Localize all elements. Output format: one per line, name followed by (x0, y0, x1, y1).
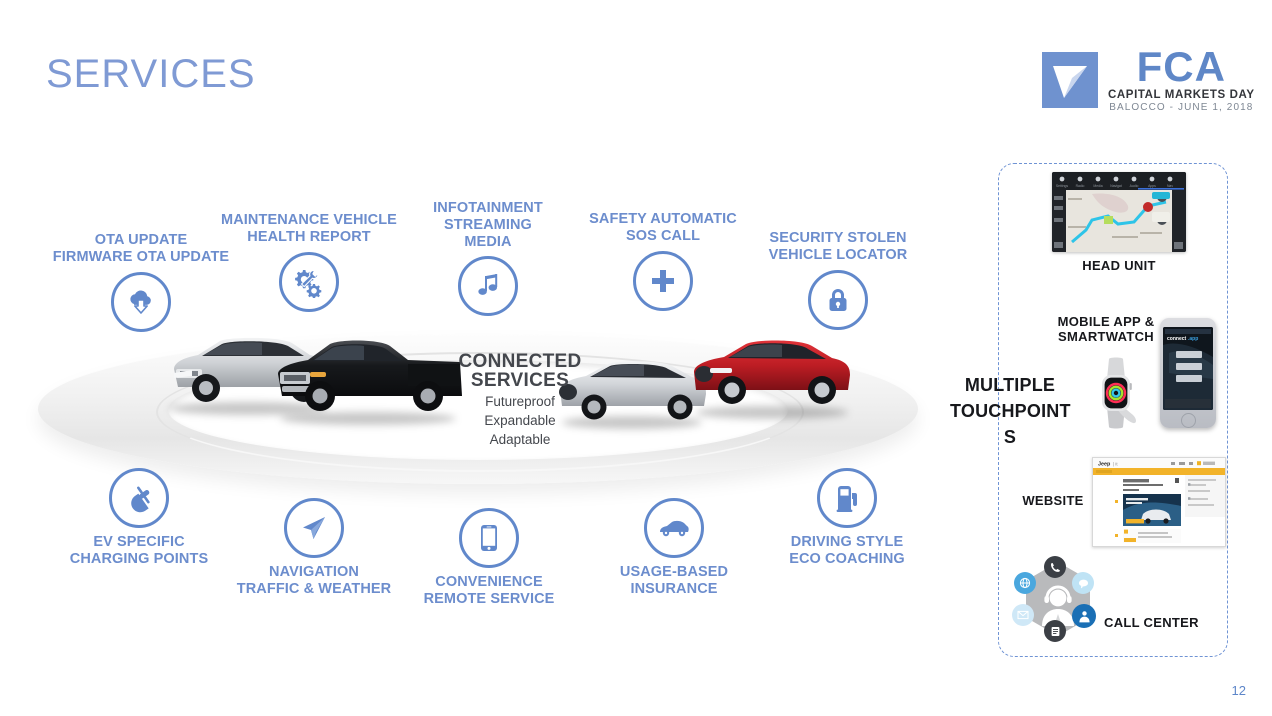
svg-text:Settings: Settings (1056, 184, 1069, 188)
svg-text:.app: .app (1188, 336, 1198, 342)
service-label: SAFETY AUTOMATIC SOS CALL (589, 211, 737, 244)
mobile-app-smartwatch-label: MOBILE APP & SMARTWATCH (1057, 314, 1155, 345)
service-convenience-remote[interactable]: CONVENIENCE REMOTE SERVICE (404, 508, 574, 608)
service-label: OTA UPDATE FIRMWARE OTA UPDATE (52, 232, 230, 265)
svg-text:Media: Media (1093, 184, 1102, 188)
page-title: SERVICES (46, 52, 256, 96)
music-note-icon (458, 256, 518, 317)
website-thumbnail[interactable]: Jeep | it (1092, 457, 1226, 547)
service-label: SECURITY STOLEN VEHICLE LOCATOR (768, 230, 908, 263)
phone-bubble-icon (1044, 556, 1066, 578)
service-security-vehicle-locator[interactable]: SECURITY STOLEN VEHICLE LOCATOR (752, 230, 924, 330)
globe-bubble-icon (1014, 572, 1036, 594)
gears-wrench-icon (279, 251, 339, 312)
service-label: CONVENIENCE REMOTE SERVICE (423, 574, 555, 607)
svg-text:Radio: Radio (1076, 184, 1085, 188)
call-center-agent-icon (1042, 585, 1074, 626)
connected-bullet-1: Expandable (484, 412, 556, 428)
support-bubble-icon (1072, 604, 1096, 628)
service-usage-based-insurance[interactable]: USAGE-BASED INSURANCE (592, 498, 756, 598)
cloud-download-icon (111, 271, 171, 332)
fca-logo-text: FCA CAPITAL MARKETS DAY BALOCCO - JUNE 1… (1108, 43, 1255, 113)
fca-logo-mark-icon (1042, 52, 1098, 109)
email-bubble-icon (1012, 604, 1034, 626)
website-label: WEBSITE (1022, 493, 1084, 508)
vehicle-alfa-romeo-stelvio (686, 332, 858, 419)
service-safety-sos-call[interactable]: SAFETY AUTOMATIC SOS CALL (578, 211, 748, 311)
platform-ring (156, 352, 804, 472)
fca-tagline-1: CAPITAL MARKETS DAY (1108, 88, 1255, 101)
smartwatch-thumbnail[interactable] (1093, 357, 1139, 429)
fca-tagline-2: BALOCCO - JUNE 1, 2018 (1109, 101, 1254, 113)
svg-text:Audio: Audio (1130, 184, 1139, 188)
touchpoints-panel (998, 163, 1228, 657)
service-infotainment-streaming[interactable]: INFOTAINMENT STREAMING MEDIA (412, 200, 564, 317)
mobile-app-thumbnail[interactable]: connect .app (1160, 318, 1216, 428)
connected-line-1: CONNECTED (458, 351, 582, 372)
service-label: MAINTENANCE VEHICLE HEALTH REPORT (221, 212, 397, 245)
call-center-thumbnail[interactable] (1012, 556, 1104, 648)
service-ota-update[interactable]: OTA UPDATE FIRMWARE OTA UPDATE (36, 232, 246, 332)
svg-text:Apps: Apps (1148, 184, 1156, 188)
phone-screen: connect .app (1163, 327, 1213, 410)
chat-bubble-icon (1072, 572, 1094, 594)
svg-text:connect: connect (1167, 336, 1187, 342)
service-ev-charging-points[interactable]: EV SPECIFIC CHARGING POINTS (50, 468, 228, 568)
form-bubble-icon (1044, 620, 1066, 642)
plus-cross-icon (633, 250, 693, 311)
service-driving-style-eco-coaching[interactable]: DRIVING STYLE ECO COACHING (766, 468, 928, 568)
car-icon (644, 498, 704, 558)
connected-line-2: SERVICES (470, 370, 570, 392)
paper-plane-icon (284, 498, 344, 558)
lock-icon (808, 269, 868, 330)
fca-wordmark: FCA (1136, 43, 1226, 90)
svg-text:Nav: Nav (1167, 184, 1173, 188)
service-label: NAVIGATION TRAFFIC & WEATHER (236, 564, 392, 597)
call-center-label: CALL CENTER (1104, 615, 1199, 630)
page-number: 12 (1231, 683, 1246, 698)
smartphone-icon (459, 508, 519, 568)
connected-services-caption: CONNECTED SERVICES Futureproof Expandabl… (430, 352, 610, 448)
phone-home-button[interactable] (1180, 413, 1196, 428)
multiple-touchpoints-heading: MULTIPLE TOUCHPOINT S (950, 375, 1071, 448)
service-label: INFOTAINMENT STREAMING MEDIA (433, 200, 543, 250)
connected-bullet-0: Futureproof (485, 393, 555, 409)
connected-bullet-2: Adaptable (489, 431, 551, 447)
svg-text:| it: | it (1113, 461, 1118, 466)
service-maintenance-health-report[interactable]: MAINTENANCE VEHICLE HEALTH REPORT (204, 212, 414, 312)
service-label: EV SPECIFIC CHARGING POINTS (69, 534, 209, 567)
service-label: USAGE-BASED INSURANCE (619, 564, 729, 597)
service-navigation-traffic-weather[interactable]: NAVIGATION TRAFFIC & WEATHER (224, 498, 404, 598)
head-unit-thumbnail[interactable]: Settings Radio Media Navigat Audio Apps Nav (1052, 172, 1186, 252)
head-unit-label: HEAD UNIT (1082, 258, 1156, 273)
power-plug-icon (109, 468, 169, 528)
svg-text:Jeep: Jeep (1098, 461, 1111, 467)
fuel-pump-icon (817, 468, 877, 528)
vehicle-maserati-levante (552, 352, 712, 429)
svg-text:Navigat: Navigat (1110, 184, 1122, 188)
service-label: DRIVING STYLE ECO COACHING (789, 534, 905, 567)
vehicle-ram-pickup (268, 332, 468, 425)
fca-logo: FCA CAPITAL MARKETS DAY BALOCCO - JUNE 1… (1042, 43, 1255, 113)
